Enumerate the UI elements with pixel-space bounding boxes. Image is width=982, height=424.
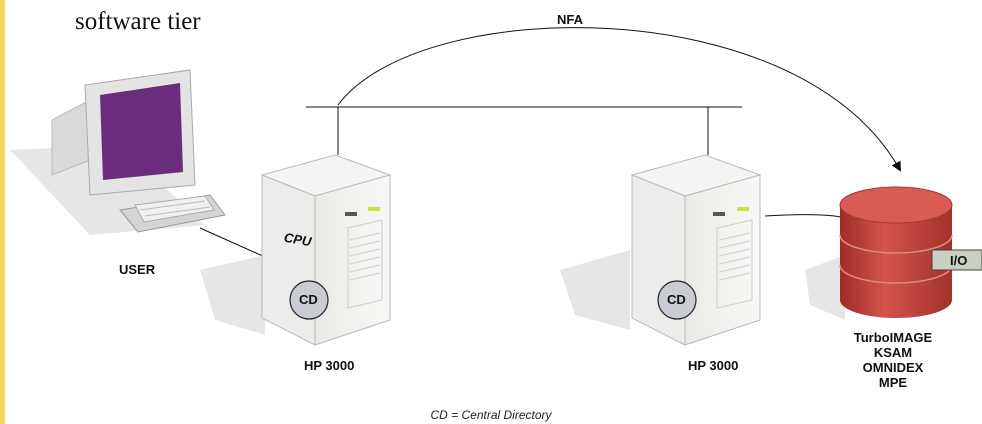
stack-item-ksam: KSAM (873, 345, 913, 360)
cd-label-left: CD (299, 292, 318, 307)
host-label-left: HP 3000 (304, 358, 355, 373)
user-label: USER (119, 262, 156, 277)
left-accent-rule (0, 0, 5, 424)
stack-item-omnidex: OMNIDEX (862, 360, 924, 375)
io-tag (931, 249, 982, 271)
monitor-screen (100, 83, 183, 180)
cd-badge-right (657, 280, 697, 320)
stack-item-turboimage: TurboIMAGE (853, 330, 933, 345)
legend-caption: CD = Central Directory (430, 408, 552, 422)
diagram-title: software tier (75, 8, 201, 35)
user-workstation (51, 69, 226, 233)
stack-item-mpe: MPE (878, 375, 908, 390)
database-stack: TurboIMAGE KSAM OMNIDEX MPE (848, 330, 938, 390)
cd-label-right: CD (667, 292, 686, 307)
user-to-host-cable (199, 227, 266, 258)
server-tower-right (630, 154, 762, 346)
server-tower-left (260, 154, 392, 346)
io-label: I/O (950, 253, 968, 268)
host-label-right: HP 3000 (688, 358, 739, 373)
network-bus (306, 106, 742, 155)
nfa-arrow (337, 27, 901, 172)
host-to-database-cable (764, 214, 846, 219)
database-cylinder (839, 186, 982, 318)
nfa-label: NFA (557, 12, 583, 27)
cd-badge-left (289, 280, 329, 320)
